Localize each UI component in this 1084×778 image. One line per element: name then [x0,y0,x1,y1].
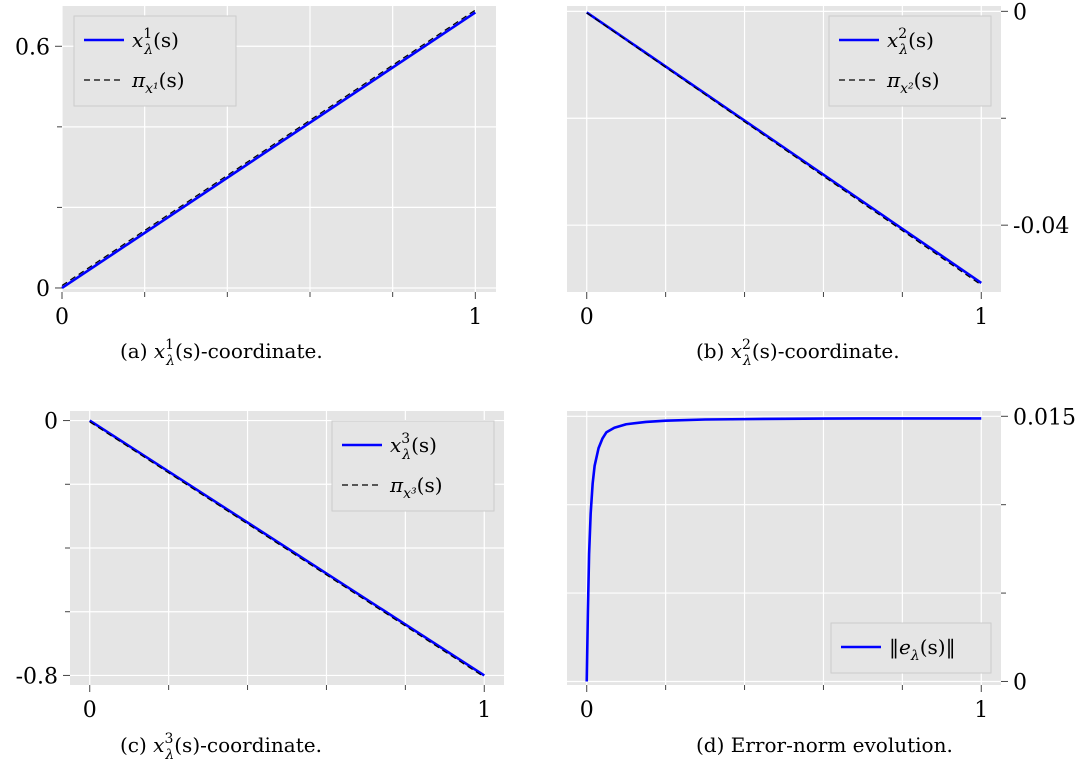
y-tick-label-d-0: 0 [1013,670,1027,695]
y-tick-label-b-0: 0 [1013,0,1027,25]
legend-label-d-0: ‖eλ(s)‖ [889,635,956,664]
y-tick-label-a-1: 0.6 [15,35,50,60]
x-tick-label-d-1: 1 [974,698,988,723]
caption-d: (d) Error-norm evolution. [696,733,953,757]
series-line-c-1 [89,421,485,678]
y-tick-label-d-1: 0.015 [1013,405,1076,430]
legend-label-b-1: πx²(s) [886,68,940,97]
x-tick-label-d-0: 0 [580,698,594,723]
y-tick-label-c-0: 0 [44,410,58,435]
x-tick-label-a-1: 1 [468,305,482,330]
y-tick-label-a-0: 0 [36,277,50,302]
y-tick-label-b-1: -0.04 [1013,214,1069,239]
series-line-d-0 [585,417,982,682]
series-line-a-0 [61,11,477,290]
series-line-b-0 [585,11,983,284]
series-line-a-1 [61,9,476,287]
legend-box-c [331,420,495,512]
y-tick-label-c-1: -0.8 [16,664,58,689]
legend-box-a [73,15,237,107]
x-tick-label-c-0: 0 [83,698,97,723]
legend-box-b [828,15,992,107]
x-tick-label-a-0: 0 [55,305,69,330]
legend-label-a-1: πx¹(s) [131,68,185,97]
x-tick-label-c-1: 1 [477,698,491,723]
legend-d: ‖eλ(s)‖ [830,622,992,674]
x-tick-label-b-0: 0 [580,305,594,330]
legend-label-c-1: πx³(s) [389,473,443,502]
series-line-c-0 [89,419,485,677]
x-tick-label-b-1: 1 [974,305,988,330]
